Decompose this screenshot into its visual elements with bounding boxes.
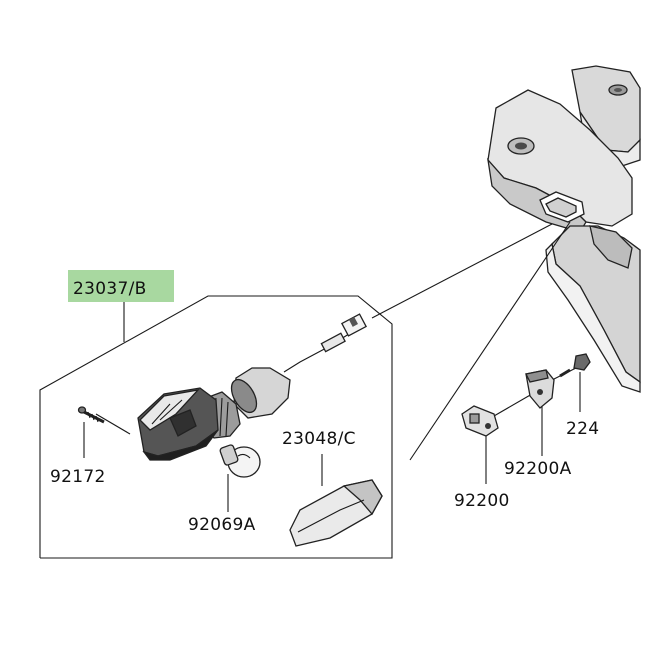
screw-insert-line bbox=[95, 413, 131, 435]
wire-route-line bbox=[371, 223, 553, 319]
mount-reference-line bbox=[409, 221, 571, 461]
lens-part bbox=[289, 479, 383, 547]
bolt-part bbox=[559, 353, 591, 378]
assembly-label-highlight bbox=[68, 270, 174, 302]
bracket-part bbox=[525, 369, 555, 409]
label-92172[interactable]: 92172 bbox=[50, 467, 106, 487]
label-92069a[interactable]: 92069A bbox=[188, 515, 256, 535]
plate-part bbox=[461, 405, 499, 437]
assembly-box-outline bbox=[39, 295, 393, 559]
leader-lines bbox=[83, 221, 581, 512]
turn-signal-assembly bbox=[137, 313, 367, 461]
plate-to-bracket-line bbox=[493, 393, 533, 417]
label-92200[interactable]: 92200 bbox=[454, 491, 510, 511]
signal-lens-face bbox=[139, 389, 200, 431]
label-23048-c[interactable]: 23048/C bbox=[282, 429, 356, 449]
screw-part bbox=[77, 406, 105, 424]
rear-fender-body bbox=[487, 65, 641, 393]
bulb-part bbox=[219, 444, 261, 478]
label-224[interactable]: 224 bbox=[566, 419, 599, 439]
assembly-box bbox=[39, 295, 393, 559]
label-92200a[interactable]: 92200A bbox=[504, 459, 572, 479]
label-23037-b[interactable]: 23037/B bbox=[73, 279, 147, 299]
